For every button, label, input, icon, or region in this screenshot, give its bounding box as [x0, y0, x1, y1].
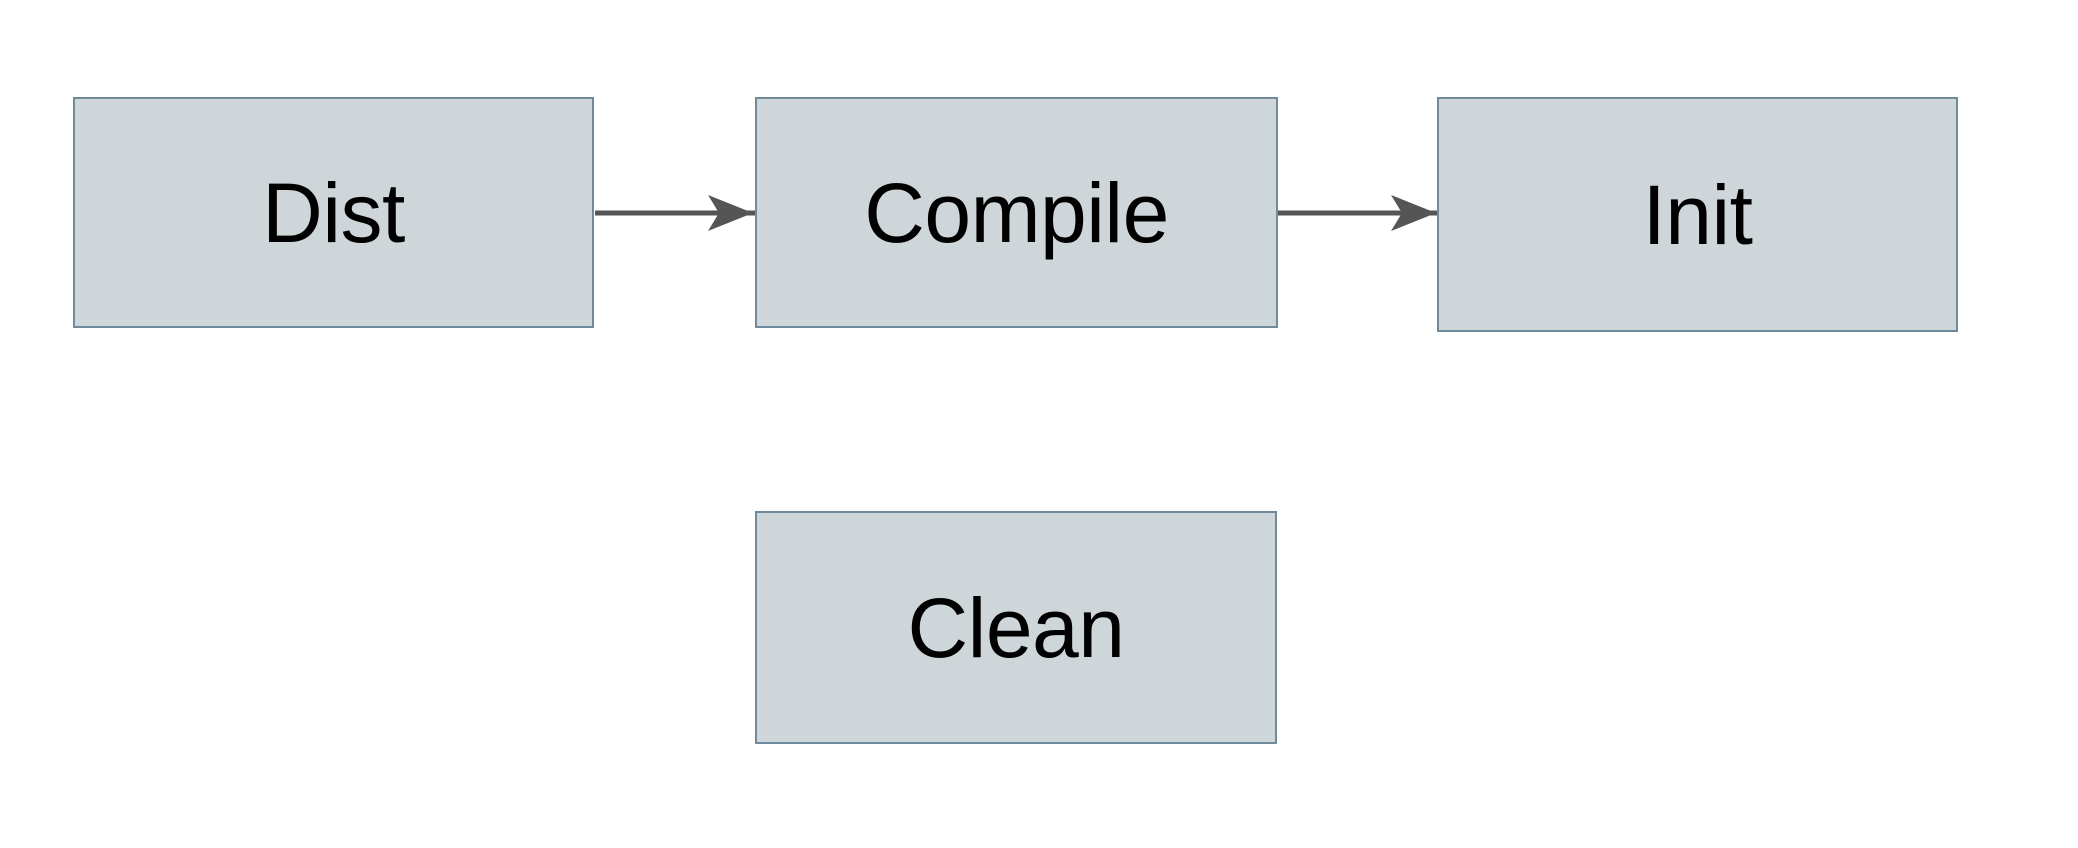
node-clean[interactable]: Clean [755, 511, 1277, 744]
node-dist[interactable]: Dist [73, 97, 594, 328]
node-compile-label: Compile [864, 165, 1169, 260]
node-dist-label: Dist [262, 165, 405, 260]
node-init[interactable]: Init [1437, 97, 1958, 332]
arrowhead-dist-compile [708, 195, 753, 231]
node-init-label: Init [1642, 167, 1753, 262]
arrowhead-compile-init [1391, 195, 1436, 231]
edge-compile-to-init[interactable] [1279, 195, 1436, 231]
node-clean-label: Clean [907, 580, 1125, 675]
node-compile[interactable]: Compile [755, 97, 1278, 328]
